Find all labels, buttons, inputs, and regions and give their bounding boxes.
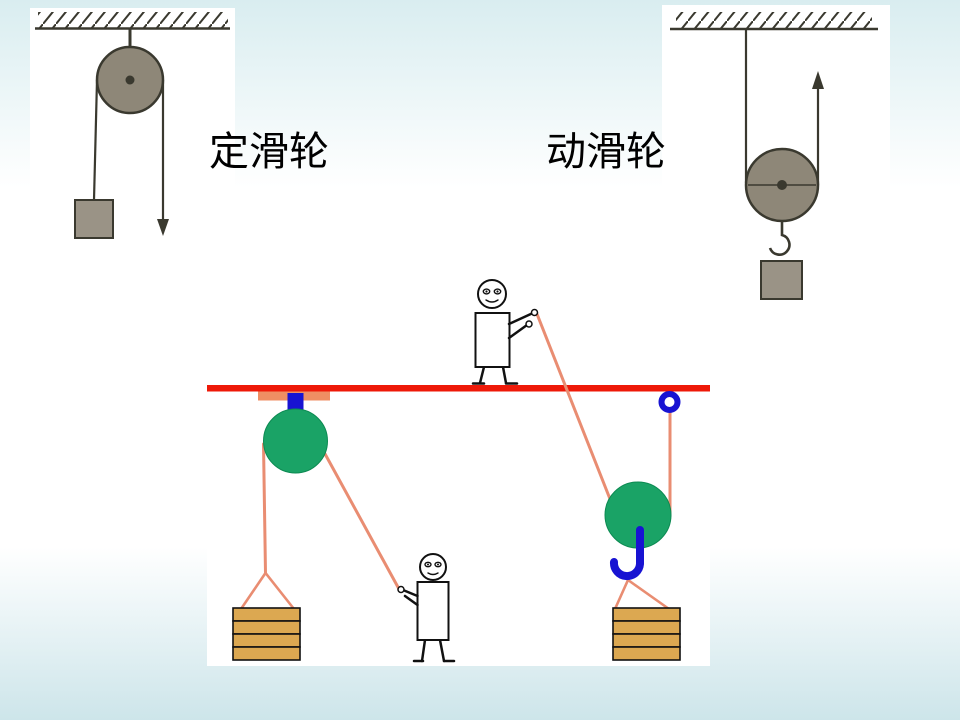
movable-pulley-assembly	[604, 391, 681, 580]
fixed-pulley-drawing	[35, 12, 230, 239]
body	[416, 581, 450, 641]
load-hook-icon	[609, 526, 644, 580]
axle-dot	[125, 75, 135, 85]
person-on-beam	[471, 279, 539, 385]
rope-load-side	[92, 79, 99, 201]
smile	[485, 299, 499, 303]
pulley-wheel	[744, 147, 820, 223]
ceiling-hatch	[35, 12, 230, 30]
rope-pull-side-arrow-down	[157, 80, 169, 236]
rope-pull-side-arrow-up	[812, 71, 824, 185]
arm	[401, 588, 419, 598]
movable-pulley-diagram-panel	[662, 5, 890, 305]
movable-pulley-drawing	[670, 12, 878, 300]
rope-to-puller	[322, 450, 401, 591]
ceiling-hatch	[670, 12, 878, 31]
comparison-scene-drawing	[207, 279, 710, 663]
body	[474, 312, 511, 368]
weight-block	[760, 260, 803, 300]
fixed-pulley-label: 定滑轮	[209, 129, 329, 174]
arm	[507, 311, 535, 326]
arrow-down-icon	[157, 219, 169, 236]
weight-block	[74, 199, 114, 239]
smile	[427, 572, 439, 576]
hand	[530, 308, 539, 317]
anchor-ring-icon	[658, 391, 681, 413]
arm	[403, 594, 419, 607]
hook-icon	[768, 221, 791, 256]
weight-stack-left	[232, 607, 301, 661]
arrow-up-icon	[812, 71, 824, 89]
hand	[525, 320, 533, 328]
ceiling-beam	[207, 385, 710, 392]
head	[477, 279, 507, 309]
ropes	[239, 312, 672, 611]
arm	[507, 323, 529, 340]
rope-to-person-on-beam	[535, 312, 612, 501]
fixed-pulley-diagram-panel	[30, 8, 235, 266]
axle-dot	[777, 180, 787, 190]
hand	[397, 585, 405, 594]
comparison-scene-panel	[207, 278, 710, 666]
pulley-wheel	[95, 45, 165, 115]
movable-pulley-label: 动滑轮	[546, 129, 666, 174]
fixed-pulley-assembly	[258, 391, 330, 474]
fixed-pulley-wheel	[263, 408, 328, 474]
head	[419, 553, 447, 581]
person-pulling	[397, 553, 456, 663]
weight-stack-right	[612, 607, 681, 661]
